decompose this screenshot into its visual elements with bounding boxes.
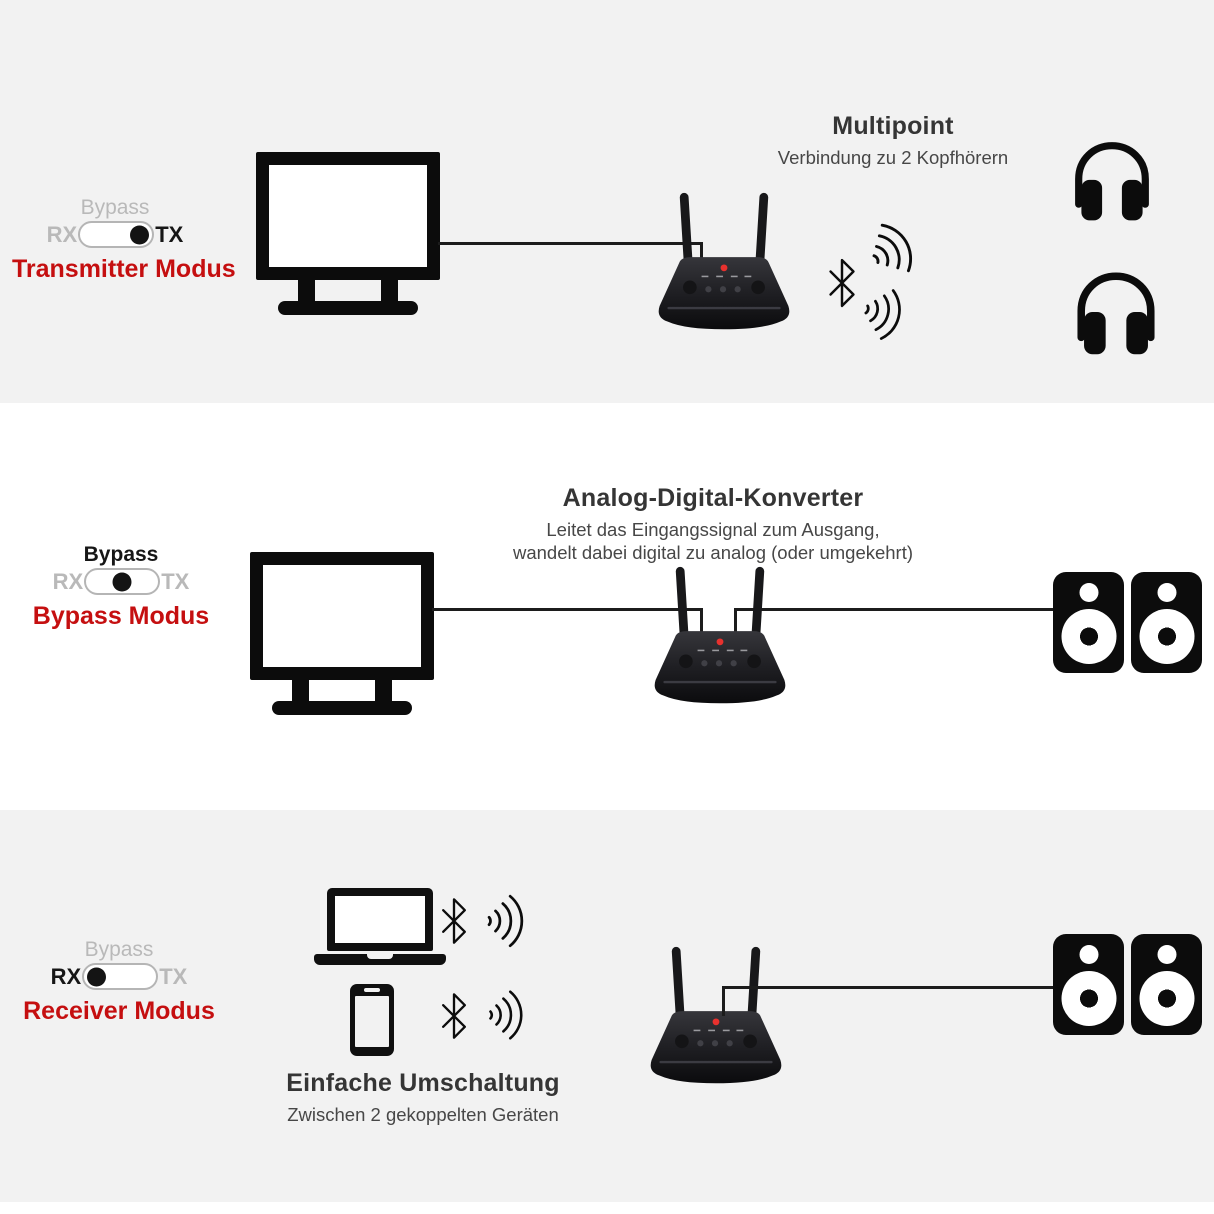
- speaker-icon: [1131, 934, 1202, 1035]
- bluetooth-icon: [442, 898, 466, 944]
- switch-knob: [112, 572, 132, 591]
- mode-switch-receiver: Bypass RX TX Receiver Modus: [16, 938, 222, 1026]
- connection-line: [734, 608, 1055, 611]
- switch-rx-label: RX: [52, 568, 84, 594]
- speaker-icon: [1053, 934, 1124, 1035]
- switch-bypass-label: Bypass: [83, 543, 159, 566]
- switch-track: [82, 963, 159, 990]
- mode-switch-transmitter: Bypass RX TX Transmitter Modus: [12, 196, 236, 284]
- transmitter-section-background: [0, 0, 1214, 403]
- smartphone-icon: [350, 984, 394, 1056]
- wireless-waves-icon: [864, 289, 901, 340]
- mode-switch-bypass: Bypass RX TX Bypass Modus: [18, 543, 224, 631]
- switch-knob: [87, 967, 107, 986]
- receiver-section-background: [0, 810, 1214, 1202]
- connection-line: [722, 986, 1058, 989]
- mode-label: Receiver Modus: [23, 997, 215, 1025]
- headphones-icon: [1075, 142, 1149, 221]
- connection-line: [438, 242, 702, 245]
- bypass-caption: Analog-Digital-Konverter Leitet das Eing…: [413, 484, 1013, 564]
- device-icon: [650, 946, 782, 1084]
- transmitter-caption: Multipoint Verbindung zu 2 Kopfhörern: [693, 112, 1093, 169]
- wireless-waves-icon: [872, 223, 913, 273]
- switch-tx-label: TX: [161, 568, 190, 594]
- switch-rx-label: RX: [50, 963, 82, 989]
- switch-track: [84, 568, 161, 595]
- wireless-waves-icon: [489, 990, 523, 1040]
- connection-line: [734, 608, 737, 636]
- power-led: [720, 264, 728, 272]
- receiver-caption: Einfache Umschaltung Zwischen 2 gekoppel…: [223, 1069, 623, 1126]
- section-title: Multipoint: [832, 112, 954, 140]
- section-subtitle-line1: Leitet das Eingangssignal zum Ausgang,: [546, 519, 880, 540]
- section-subtitle-line2: wandelt dabei digital zu analog (oder um…: [512, 542, 914, 564]
- device-icon: [658, 192, 790, 330]
- connection-line: [722, 986, 725, 1016]
- laptop-icon: [314, 888, 446, 965]
- section-title: Analog-Digital-Konverter: [562, 484, 864, 512]
- mode-label: Transmitter Modus: [12, 255, 236, 283]
- switch-knob: [130, 225, 150, 244]
- speaker-icon: [1131, 572, 1202, 673]
- mode-label: Bypass Modus: [32, 602, 210, 630]
- tv-icon: [250, 552, 434, 716]
- section-subtitle: Zwischen 2 gekoppelten Geräten: [287, 1104, 559, 1125]
- section-title: Einfache Umschaltung: [286, 1069, 560, 1097]
- bluetooth-icon: [829, 258, 855, 308]
- switch-rx-label: RX: [46, 221, 78, 247]
- switch-tx-label: TX: [155, 221, 184, 247]
- switch-tx-label: TX: [159, 963, 188, 989]
- headphones-icon: [1077, 272, 1155, 355]
- switch-bypass-label: Bypass: [84, 938, 154, 961]
- speaker-icon: [1053, 572, 1124, 673]
- switch-bypass-label: Bypass: [80, 196, 150, 219]
- switch-track: [78, 221, 155, 248]
- bluetooth-icon: [442, 993, 466, 1039]
- section-subtitle: Verbindung zu 2 Kopfhörern: [777, 147, 1009, 168]
- connection-line: [432, 608, 702, 611]
- connection-line: [700, 608, 703, 636]
- tv-icon: [256, 152, 440, 316]
- wireless-waves-icon: [487, 894, 524, 948]
- device-icon: [654, 566, 786, 704]
